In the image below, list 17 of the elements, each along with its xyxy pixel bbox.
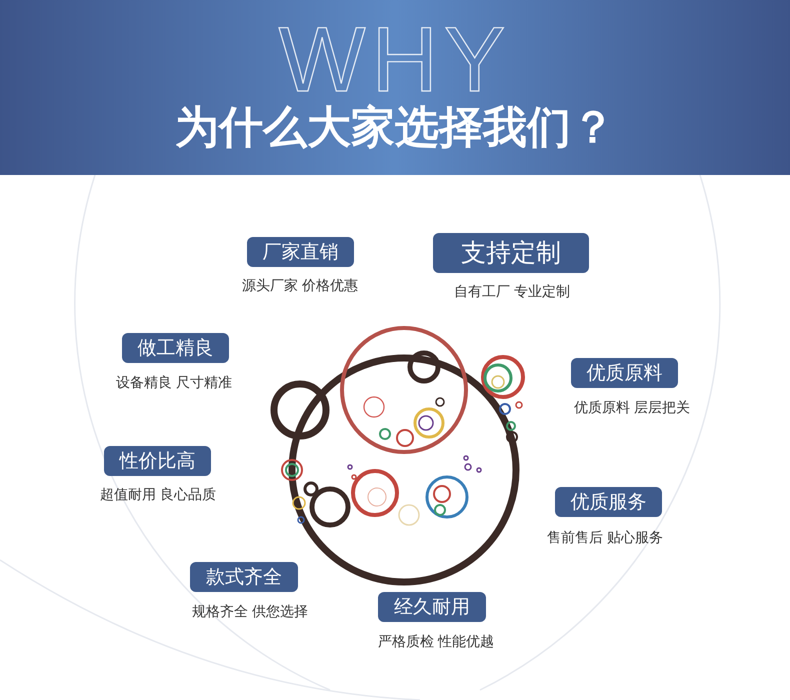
feature-description: 超值耐用 良心品质	[100, 486, 216, 504]
feature-tag: 款式齐全	[190, 562, 298, 592]
feature-tag: 优质服务	[555, 487, 662, 517]
feature-description: 优质原料 层层把关	[574, 399, 690, 417]
feature-description: 设备精良 尺寸精准	[116, 374, 232, 392]
feature-description: 自有工厂 专业定制	[454, 283, 570, 301]
feature-description: 源头厂家 价格优惠	[242, 277, 358, 295]
page-title: 为什么大家选择我们？	[175, 101, 615, 155]
feature-tag: 支持定制	[433, 233, 589, 273]
feature-tag: 经久耐用	[378, 592, 486, 622]
feature-tag: 厂家直销	[247, 237, 354, 267]
feature-description: 售前售后 贴心服务	[546, 529, 664, 547]
feature-tag: 优质原料	[571, 358, 678, 388]
feature-tag: 性价比高	[104, 446, 211, 476]
feature-description: 规格齐全 供您选择	[192, 603, 308, 621]
feature-tag: 做工精良	[122, 333, 229, 363]
feature-description: 严格质检 性能优越	[378, 633, 494, 651]
